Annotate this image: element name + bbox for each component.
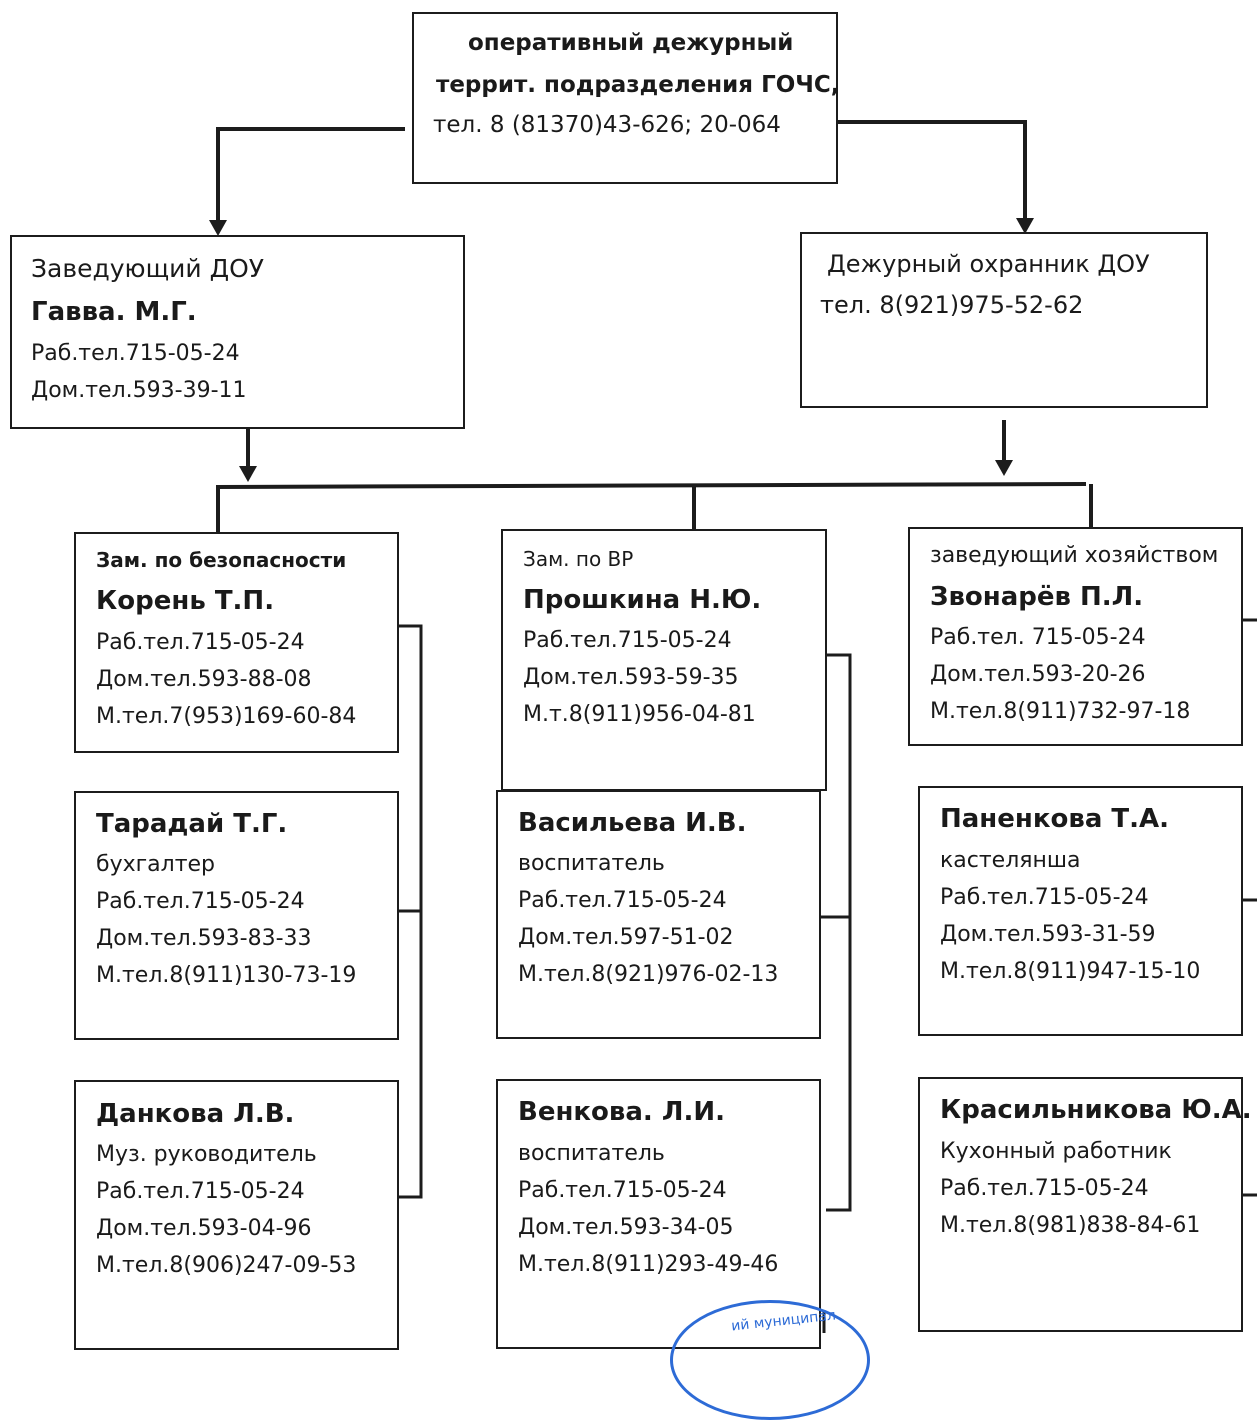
- card-name: Венкова. Л.И.: [518, 1097, 725, 1127]
- head-home-phone: Дом.тел.593-39-11: [31, 378, 247, 403]
- guard-phone: тел. 8(921)975-52-62: [820, 291, 1084, 319]
- card-name: Прошкина Н.Ю.: [523, 585, 762, 615]
- guard-role: Дежурный охранник ДОУ: [827, 250, 1150, 278]
- head-box: [10, 235, 465, 429]
- official-stamp: ий муниципал: [670, 1300, 870, 1420]
- card-home-phone: Дом.тел.593-88-08: [96, 667, 312, 692]
- card-mobile-phone: М.тел.8(981)838-84-61: [940, 1213, 1201, 1238]
- card-work-phone: Раб.тел.715-05-24: [940, 1176, 1149, 1201]
- col1-card-2: [74, 791, 399, 1040]
- card-work-phone: Раб.тел.715-05-24: [96, 630, 305, 655]
- card-home-phone: Дом.тел.593-31-59: [940, 922, 1156, 947]
- card-mobile-phone: М.т.8(911)956-04-81: [523, 702, 756, 727]
- top-line-2: террит. подразделения ГОЧС,: [436, 72, 840, 98]
- card-name: Звонарёв П.Л.: [930, 582, 1144, 612]
- card-name: Красильникова Ю.А.: [940, 1095, 1252, 1125]
- horizontal-bus: [215, 482, 1087, 489]
- card-role: Кухонный работник: [940, 1139, 1172, 1164]
- col1-card-3: [74, 1080, 399, 1350]
- card-work-phone: Раб.тел.715-05-24: [518, 1178, 727, 1203]
- head-name: Гавва. М.Г.: [31, 297, 197, 327]
- card-home-phone: Дом.тел.593-83-33: [96, 926, 312, 951]
- top-line-1: оперативный дежурный: [468, 30, 794, 56]
- col2-bracket: [826, 653, 852, 1212]
- card-role: Муз. руководитель: [96, 1142, 317, 1167]
- card-name: Паненкова Т.А.: [940, 804, 1170, 834]
- card-work-phone: Раб.тел.715-05-24: [940, 885, 1149, 910]
- top-duty-officer-box: [412, 12, 838, 184]
- col2-card-2: [496, 790, 821, 1039]
- card-name: Корень Т.П.: [96, 586, 275, 616]
- card-name: Тарадай Т.Г.: [96, 809, 288, 839]
- card-name: Данкова Л.В.: [96, 1099, 295, 1129]
- card-mobile-phone: М.тел.7(953)169-60-84: [96, 704, 357, 729]
- card-mobile-phone: М.тел.8(911)732-97-18: [930, 699, 1191, 724]
- card-mobile-phone: М.тел.8(921)976-02-13: [518, 962, 779, 987]
- connector-lines: [209, 120, 1257, 1333]
- card-mobile-phone: М.тел.8(911)293-49-46: [518, 1252, 779, 1277]
- head-work-phone: Раб.тел.715-05-24: [31, 341, 240, 366]
- col2-card-1: [501, 529, 827, 791]
- connector-top-to-head: [216, 127, 405, 222]
- top-line-3: тел. 8 (81370)43-626; 20-064: [433, 112, 781, 138]
- card-work-phone: Раб.тел.715-05-24: [518, 888, 727, 913]
- card-mobile-phone: М.тел.8(911)130-73-19: [96, 963, 357, 988]
- card-role: заведующий хозяйством: [930, 543, 1219, 568]
- card-role: воспитатель: [518, 851, 665, 876]
- col1-card-1: [74, 532, 399, 753]
- card-work-phone: Раб.тел.715-05-24: [96, 889, 305, 914]
- card-name: Васильева И.В.: [518, 808, 747, 838]
- card-role: Зам. по безопасности: [96, 548, 347, 572]
- guard-box: [800, 232, 1208, 408]
- card-role: Зам. по ВР: [523, 547, 634, 571]
- card-mobile-phone: М.тел.8(906)247-09-53: [96, 1253, 357, 1278]
- card-home-phone: Дом.тел.597-51-02: [518, 925, 734, 950]
- card-mobile-phone: М.тел.8(911)947-15-10: [940, 959, 1201, 984]
- stamp-text: ий муниципал: [730, 1307, 837, 1335]
- col3-card-2: [918, 786, 1243, 1036]
- card-role: воспитатель: [518, 1141, 665, 1166]
- card-home-phone: Дом.тел.593-20-26: [930, 662, 1146, 687]
- col3-card-3: [918, 1077, 1243, 1332]
- connector-top-to-guard: [838, 120, 1027, 220]
- card-home-phone: Дом.тел.593-34-05: [518, 1215, 734, 1240]
- card-work-phone: Раб.тел.715-05-24: [523, 628, 732, 653]
- card-work-phone: Раб.тел.715-05-24: [96, 1179, 305, 1204]
- card-home-phone: Дом.тел.593-04-96: [96, 1216, 312, 1241]
- card-home-phone: Дом.тел.593-59-35: [523, 665, 739, 690]
- card-work-phone: Раб.тел. 715-05-24: [930, 625, 1146, 650]
- col3-card-1: [908, 527, 1243, 746]
- card-role: бухгалтер: [96, 852, 216, 877]
- head-role: Заведующий ДОУ: [31, 254, 265, 283]
- card-role: кастелянша: [940, 848, 1081, 873]
